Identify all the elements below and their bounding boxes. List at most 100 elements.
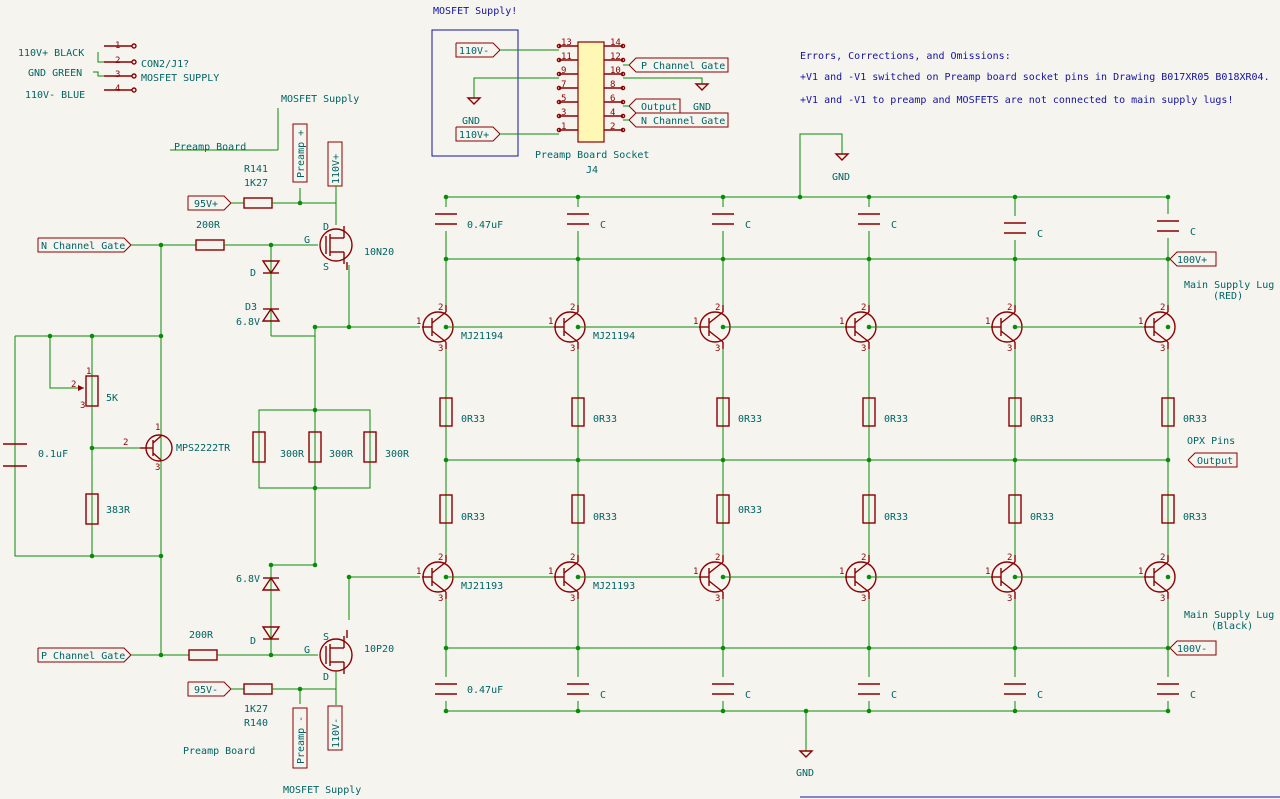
capacitor-top — [1157, 220, 1179, 232]
capacitor-bottom — [858, 683, 880, 695]
notes-line-2: +V1 and -V1 to preamp and MOSFETS are no… — [800, 95, 1233, 106]
pin-3: 3 — [438, 344, 443, 354]
conn-line-gnd: GND GREEN — [28, 68, 82, 79]
base-pin: 1 — [416, 567, 421, 577]
emitter-resistor-top — [862, 397, 876, 427]
base-pin: 1 — [693, 567, 698, 577]
mosfet-supply-bottom: MOSFET Supply — [283, 785, 361, 796]
base-pin: 1 — [693, 317, 698, 327]
socket-gnd-label-2: GND — [693, 102, 711, 113]
notes-title: Errors, Corrections, and Omissions: — [800, 51, 1011, 62]
gnd-bottom-label: GND — [796, 768, 814, 779]
emitter-r-bottom-value: 0R33 — [1030, 512, 1054, 523]
emitter-resistor-bottom — [1008, 494, 1022, 524]
resistor-r141 — [243, 197, 273, 209]
emitter-r-top-value: 0R33 — [593, 414, 617, 425]
emitter-resistor-bottom — [716, 494, 730, 524]
socket-pin-right: 10 — [610, 66, 621, 76]
base-pin: 1 — [839, 317, 844, 327]
resistor-r140 — [243, 683, 273, 695]
zener-n-ref: D3 — [245, 302, 257, 313]
pin-2: 2 — [438, 553, 443, 563]
emitter-resistor-bottom — [1161, 494, 1175, 524]
base-pin: 1 — [416, 317, 421, 327]
v100-pos-label: 100V+ — [1177, 255, 1207, 266]
base-pin: 1 — [548, 567, 553, 577]
pin-3: 3 — [715, 344, 720, 354]
label-95v-pos: 95V+ — [194, 199, 218, 210]
label-95v-neg: 95V- — [194, 685, 218, 696]
emitter-r-top-value: 0R33 — [1183, 414, 1207, 425]
qp-pin-s: S — [323, 632, 329, 643]
pin-2: 2 — [861, 553, 866, 563]
pin-2: 2 — [861, 303, 866, 313]
mosfet-10p20 — [319, 638, 353, 672]
pnp-output-transistor — [1144, 555, 1176, 599]
lug-black-line2: (Black) — [1211, 621, 1253, 632]
capacitor-top — [712, 213, 734, 225]
socket-gnd-label: GND — [462, 116, 480, 127]
vbe-pin-2: 2 — [123, 438, 128, 448]
pnp-part-1: MJ21193 — [461, 581, 503, 592]
lug-red-line1: Main Supply Lug — [1184, 280, 1274, 291]
pot-pin-3: 3 — [80, 401, 85, 411]
socket-label-output: Output — [641, 102, 677, 113]
r141-ref: R141 — [244, 164, 268, 175]
emitter-resistor-top — [716, 397, 730, 427]
capacitor-top — [567, 213, 589, 225]
conn-ref: CON2/J1? — [141, 59, 189, 70]
pin-3: 3 — [1160, 344, 1165, 354]
socket-label-110v-neg: 110V- — [459, 46, 489, 57]
socket-pin-right: 14 — [610, 38, 621, 48]
r-gate-n-value: 200R — [196, 220, 221, 231]
diode-p-ref: D — [250, 636, 256, 647]
socket-pin-left: 11 — [561, 52, 572, 62]
conn-value: MOSFET SUPPLY — [141, 73, 219, 84]
base-pin: 1 — [839, 567, 844, 577]
r140-ref: R140 — [244, 718, 268, 729]
capacitor-top — [1004, 222, 1026, 234]
emitter-r-bottom-value: 0R33 — [738, 505, 762, 516]
socket-ref: J4 — [586, 165, 598, 176]
lug-black-line1: Main Supply Lug — [1184, 610, 1274, 621]
cap-top-value: C — [1190, 227, 1196, 238]
resistor-200r-n — [195, 239, 225, 251]
socket-pin-left: 5 — [561, 94, 566, 104]
v110-pos-label: 110V+ — [331, 154, 342, 184]
preamp-board-top: Preamp Board — [174, 142, 246, 153]
notes-block: Errors, Corrections, and Omissions: +V1 … — [800, 51, 1270, 106]
capacitor-bottom — [567, 683, 589, 695]
diode-n-ref: D — [250, 268, 256, 279]
pnp-output-transistor — [422, 555, 454, 599]
base-pin: 1 — [1138, 317, 1143, 327]
emitter-r-bottom-value: 0R33 — [461, 512, 485, 523]
qp-part: 10P20 — [364, 644, 394, 655]
socket-label-n-gate: N Channel Gate — [641, 116, 725, 127]
capacitor-bottom — [1004, 683, 1026, 695]
mosfet-10n20 — [319, 228, 353, 262]
pin-2: 2 — [570, 303, 575, 313]
resistor-300r-c — [363, 431, 377, 463]
cap-top-value: C — [891, 220, 897, 231]
v100-neg-label: 100V- — [1177, 644, 1207, 655]
pin-3: 3 — [861, 344, 866, 354]
pot-value: 5K — [106, 393, 118, 404]
preamp-board-bottom: Preamp Board — [183, 746, 255, 757]
notes-line-1: +V1 and -V1 switched on Preamp board soc… — [800, 72, 1270, 83]
emitter-r-top-value: 0R33 — [461, 414, 485, 425]
conn-pin-2: 2 — [115, 56, 120, 66]
output-stage: GND GND 100V+ Main Supply Lug (RED) Outp… — [47, 133, 1280, 798]
pin-2: 2 — [1160, 303, 1165, 313]
socket-pin-right: 2 — [610, 122, 615, 132]
qn-pin-s: S — [323, 262, 329, 273]
socket-pin-left: 9 — [561, 66, 566, 76]
qp-pin-g: G — [304, 645, 310, 656]
cap-bottom-value: C — [891, 690, 897, 701]
r140-value: 1K27 — [244, 704, 268, 715]
vbe-pin-1: 1 — [155, 423, 160, 433]
pnp-output-transistor — [554, 555, 586, 599]
r300-a-value: 300R — [280, 449, 305, 460]
n-gate-input-label: N Channel Gate — [41, 241, 125, 252]
pot-pin-1: 1 — [86, 367, 91, 377]
pin-2: 2 — [570, 553, 575, 563]
